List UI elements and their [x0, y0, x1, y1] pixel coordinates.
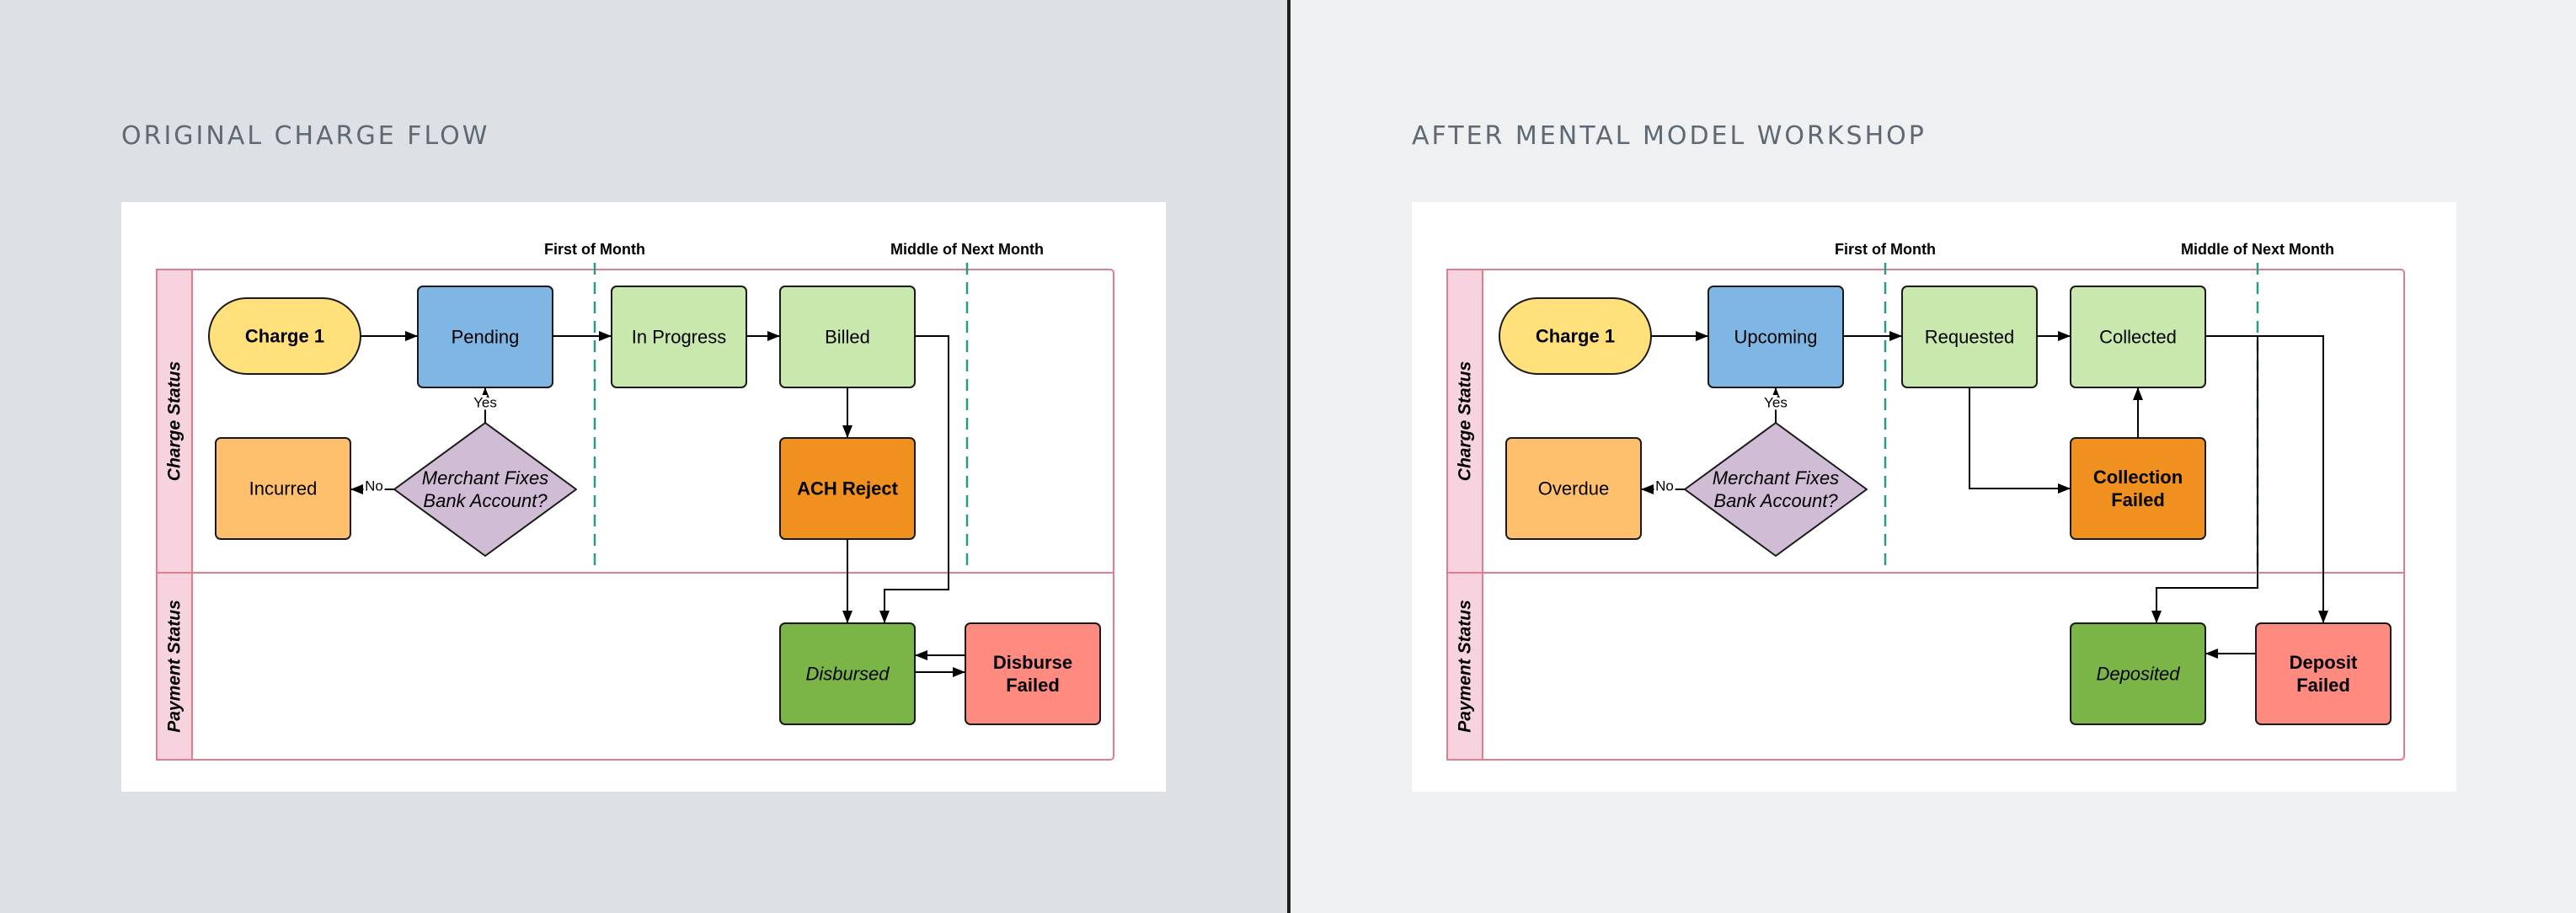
node-label: Disburse	[993, 652, 1072, 673]
arrowhead	[2058, 331, 2071, 341]
swimlane-header-strip	[1446, 269, 1483, 761]
node-disburse-failed	[965, 622, 1101, 725]
arrowhead	[879, 611, 890, 623]
node-label: Failed	[2296, 675, 2350, 696]
connector	[2156, 335, 2258, 623]
arrowhead	[2318, 611, 2328, 623]
node-deposit-failed	[2255, 622, 2392, 725]
node-label: Billed	[825, 327, 870, 348]
arrowhead	[1889, 331, 1902, 341]
edge-label-yes: Yes	[1764, 395, 1788, 411]
arrowhead	[599, 331, 612, 341]
node-decision	[393, 422, 577, 557]
milestone-middle-of-next-month: Middle of Next Month	[2181, 241, 2334, 258]
node-deposited	[2070, 622, 2206, 725]
edge-label-yes: Yes	[473, 395, 497, 411]
connector	[884, 335, 949, 623]
node-label: Charge 1	[1536, 326, 1615, 347]
node-label: ACH Reject	[797, 478, 898, 499]
lane-label-payment-status: Payment Status	[165, 600, 184, 733]
node-label: Deposited	[2096, 664, 2180, 685]
revised-flow-panel: AFTER MENTAL MODEL WORKSHOP Charge Statu…	[1291, 0, 2576, 913]
arrowhead	[350, 484, 363, 494]
swimlane-header-strip	[156, 269, 193, 761]
node-label: Overdue	[1538, 478, 1609, 499]
arrowhead	[480, 387, 490, 400]
milestone-first-of-month: First of Month	[1835, 241, 1936, 258]
arrowhead	[1641, 484, 1654, 494]
node-label: Collection	[2093, 467, 2183, 488]
connector	[2205, 335, 2324, 623]
node-label: Requested	[1925, 327, 2014, 348]
node-label: Incurred	[249, 478, 318, 499]
arrowhead	[2133, 387, 2143, 400]
node-label: Collected	[2099, 327, 2177, 348]
lane-label-charge-status: Charge Status	[1456, 361, 1475, 481]
arrowhead	[1771, 387, 1781, 400]
connector	[1969, 387, 2071, 489]
arrowhead	[842, 425, 852, 438]
arrowhead	[842, 611, 852, 623]
panel-title: AFTER MENTAL MODEL WORKSHOP	[1412, 121, 1927, 151]
node-label: Merchant Fixes	[422, 467, 548, 489]
node-label: Disbursed	[805, 664, 890, 685]
arrowhead	[2058, 483, 2071, 494]
node-label: Merchant Fixes	[1713, 467, 1839, 489]
edge-label-no: No	[1655, 478, 1674, 494]
node-label: Failed	[1006, 675, 1060, 696]
arrowhead	[2205, 649, 2218, 659]
node-label: Pending	[452, 327, 520, 348]
panel-title: ORIGINAL CHARGE FLOW	[121, 121, 490, 151]
node-label: Upcoming	[1734, 327, 1817, 348]
arrowhead	[953, 667, 965, 677]
milestone-middle-of-next-month: Middle of Next Month	[890, 241, 1044, 258]
node-label: Bank Account?	[423, 490, 548, 511]
node-collection-failed	[2070, 437, 2206, 540]
arrowhead	[767, 331, 780, 341]
panel-divider	[1287, 0, 1291, 913]
arrowhead	[1696, 331, 1708, 341]
node-label: Deposit	[2290, 652, 2358, 673]
arrowhead	[405, 331, 418, 341]
edge-label-no: No	[365, 478, 383, 494]
lane-label-charge-status: Charge Status	[165, 361, 184, 481]
node-label: In Progress	[632, 327, 727, 348]
arrowhead	[915, 650, 927, 660]
node-label: Bank Account?	[1713, 490, 1838, 511]
arrowhead	[2151, 611, 2162, 623]
node-decision	[1684, 422, 1868, 557]
milestone-first-of-month: First of Month	[544, 241, 645, 258]
node-label: Failed	[2111, 489, 2165, 510]
node-label: Charge 1	[245, 326, 324, 347]
lane-label-payment-status: Payment Status	[1456, 600, 1475, 733]
